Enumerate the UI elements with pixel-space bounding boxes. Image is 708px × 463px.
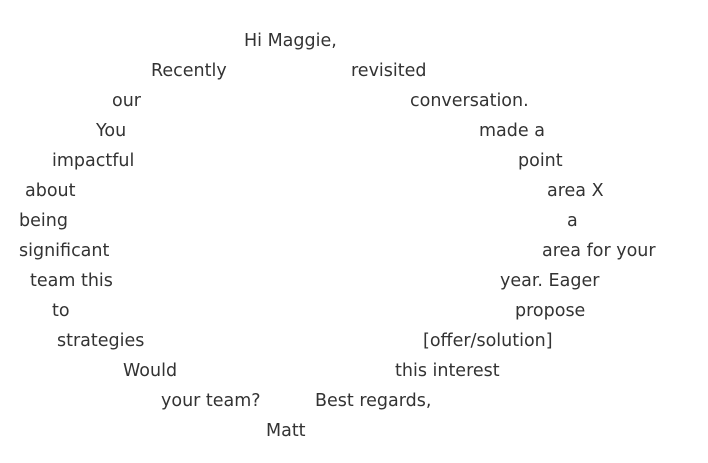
word-about: about — [25, 181, 76, 201]
word-our: our — [112, 91, 141, 111]
word-impactful: impactful — [52, 151, 135, 171]
word-team-this: team this — [30, 271, 113, 291]
word-would: Would — [123, 361, 178, 381]
word-recently: Recently — [151, 61, 227, 81]
word-a: a — [567, 211, 578, 231]
word-propose: propose — [515, 301, 586, 321]
word-greeting: Hi Maggie, — [244, 31, 337, 51]
word-being: being — [19, 211, 68, 231]
word-point: point — [518, 151, 563, 171]
word-area-for-your: area for your — [542, 241, 656, 261]
word-best-regards: Best regards, — [315, 391, 432, 411]
word-area-x: area X — [547, 181, 604, 201]
word-your-team: your team? — [161, 391, 261, 411]
word-revisited: revisited — [351, 61, 427, 81]
word-to: to — [52, 301, 70, 321]
word-signature: Matt — [266, 421, 306, 441]
word-you: You — [96, 121, 127, 141]
word-made-a: made a — [479, 121, 545, 141]
word-significant: significant — [19, 241, 110, 261]
word-year-eager: year. Eager — [500, 271, 600, 291]
word-conversation: conversation. — [410, 91, 529, 111]
word-strategies: strategies — [57, 331, 145, 351]
word-offer-solution: [offer/solution] — [423, 331, 553, 351]
word-this-interest: this interest — [395, 361, 500, 381]
